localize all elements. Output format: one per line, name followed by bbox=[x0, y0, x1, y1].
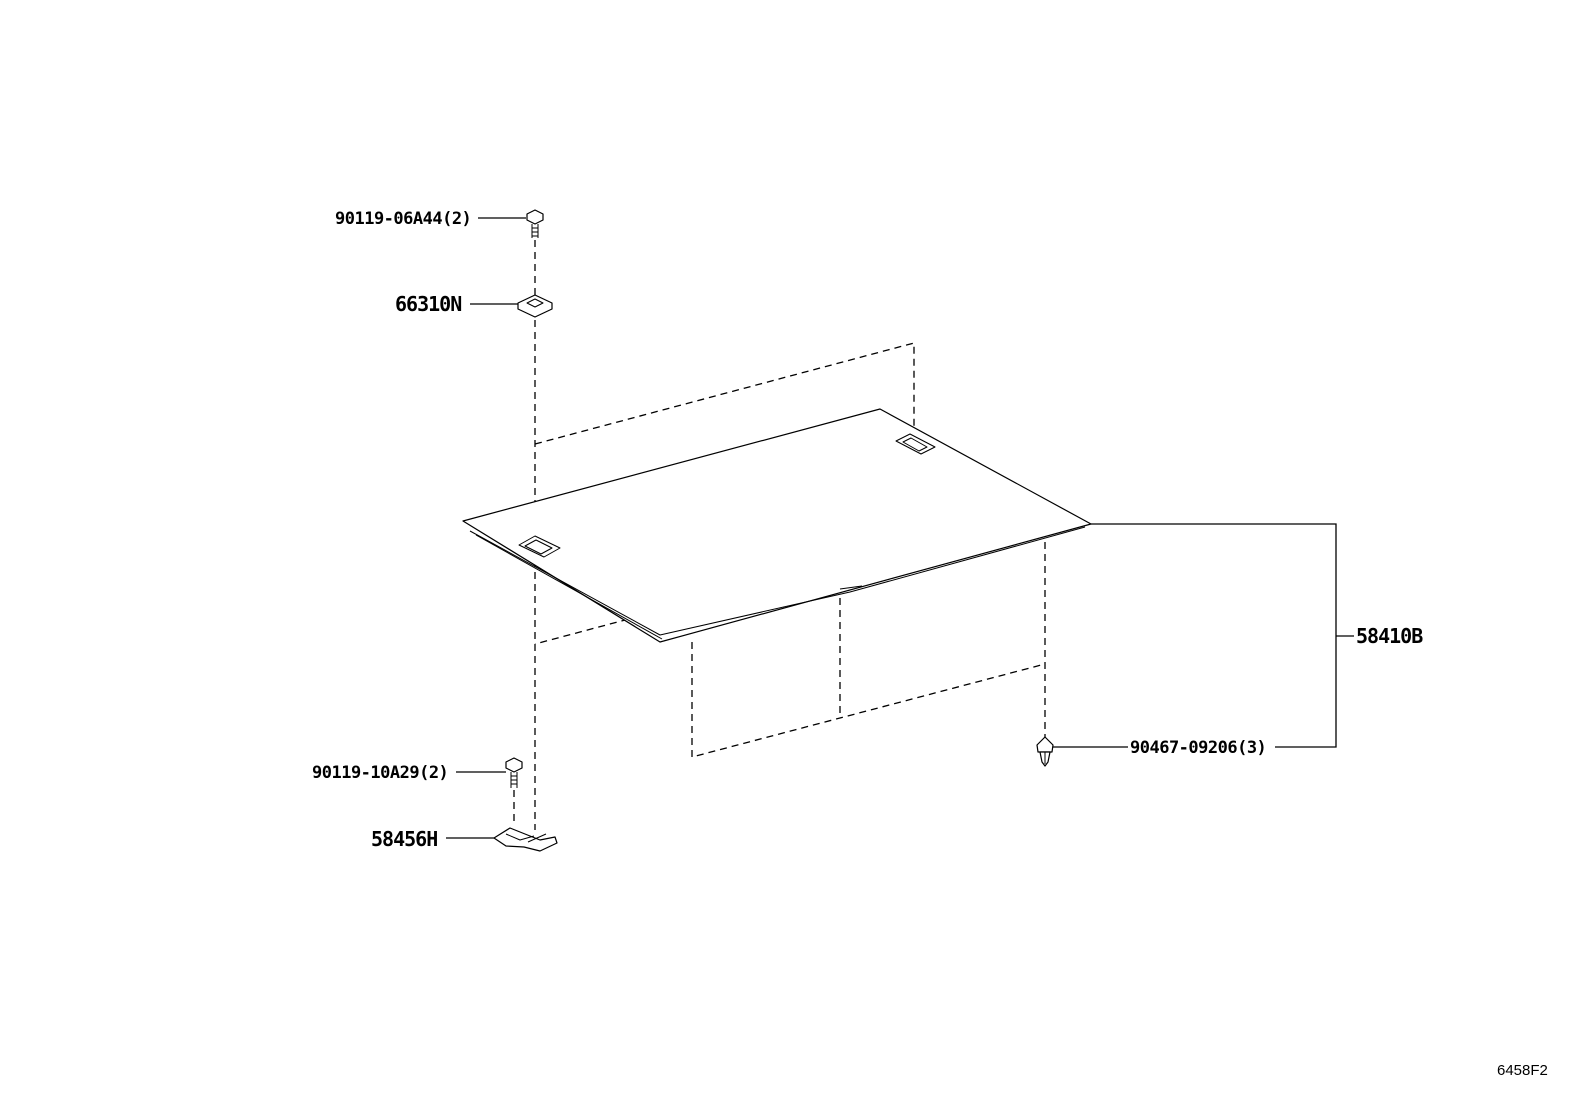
board-slot-left bbox=[518, 535, 561, 558]
bolt-upper-icon bbox=[526, 209, 544, 296]
board-slot-right bbox=[895, 433, 936, 455]
deck-board-58410B bbox=[462, 408, 1092, 643]
bolt-lower-icon bbox=[505, 757, 523, 826]
figure-code: 6458F2 bbox=[1497, 1062, 1548, 1079]
label-bracket-lower: 58456H bbox=[371, 827, 437, 851]
label-clip: 90467-09206(3) bbox=[1130, 738, 1266, 758]
clip-icon bbox=[1036, 736, 1054, 767]
bracket-lower-icon bbox=[493, 827, 558, 852]
label-nut-upper: 66310N bbox=[395, 292, 461, 316]
label-board: 58410B bbox=[1356, 624, 1423, 648]
nut-upper-icon bbox=[517, 294, 553, 318]
lower-projection-lines bbox=[691, 542, 1046, 758]
label-bolt-lower: 90119-10A29(2) bbox=[312, 763, 448, 783]
leader-lines bbox=[446, 217, 1354, 839]
label-bolt-upper: 90119-06A44(2) bbox=[335, 209, 471, 229]
